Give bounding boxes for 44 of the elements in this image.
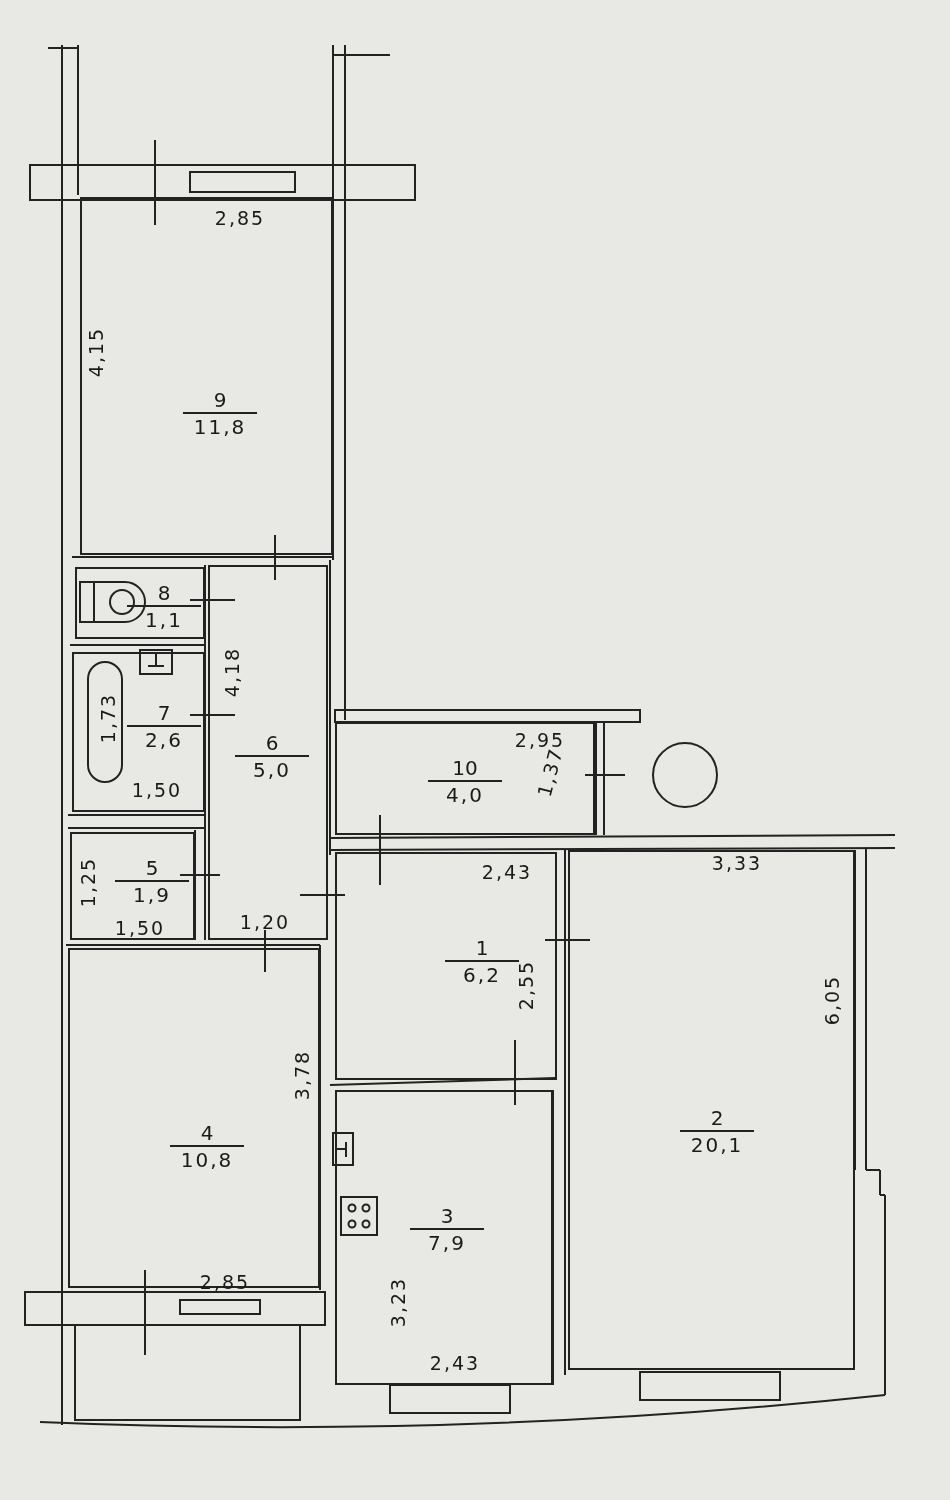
dimension-label: 2,43	[481, 861, 533, 883]
room-number: 9	[183, 388, 257, 414]
dimension-label: 1,25	[77, 856, 99, 908]
room-outline	[335, 852, 557, 1080]
room-area: 6,2	[463, 962, 501, 988]
room-area: 5,0	[253, 757, 291, 783]
room-outline	[335, 722, 595, 835]
dimension-label: 6,05	[821, 974, 843, 1026]
dimension-label: 3,33	[711, 852, 763, 874]
room-outline	[72, 652, 205, 812]
room-area: 2,6	[145, 727, 183, 753]
room-area: 10,8	[180, 1147, 234, 1173]
room-area: 20,1	[690, 1132, 744, 1158]
room-outline	[75, 567, 205, 639]
room-outline	[70, 832, 195, 940]
dimension-label: 3,23	[387, 1276, 409, 1328]
dimension-label: 1,50	[131, 779, 183, 801]
dimension-label: 3,78	[291, 1049, 313, 1101]
room-number: 2	[680, 1106, 754, 1132]
dimension-label: 2,85	[214, 207, 266, 229]
room-number: 5	[115, 856, 189, 882]
room-area: 7,9	[428, 1230, 466, 1256]
dimension-label: 2,55	[515, 959, 537, 1011]
room-area: 1,1	[145, 607, 183, 633]
room-outline	[208, 565, 328, 940]
dimension-label: 4,18	[221, 646, 243, 698]
room-number: 3	[410, 1204, 484, 1230]
dimension-label: 2,43	[429, 1352, 481, 1374]
room-area: 4,0	[446, 782, 484, 808]
room-outline	[80, 197, 333, 555]
dimension-label: 4,15	[85, 326, 107, 378]
dimension-label: 1,20	[239, 911, 291, 933]
room-number: 6	[235, 731, 309, 757]
dimension-label: 1,73	[97, 692, 119, 744]
room-number: 1	[445, 936, 519, 962]
room-outline	[568, 850, 855, 1370]
room-number: 10	[428, 756, 502, 782]
room-number: 8	[127, 581, 201, 607]
room-number: 7	[127, 701, 201, 727]
room-outline	[335, 1090, 553, 1385]
room-area: 1,9	[133, 882, 171, 908]
dimension-label: 1,50	[114, 917, 166, 939]
room-area: 11,8	[193, 414, 247, 440]
room-number: 4	[170, 1121, 244, 1147]
